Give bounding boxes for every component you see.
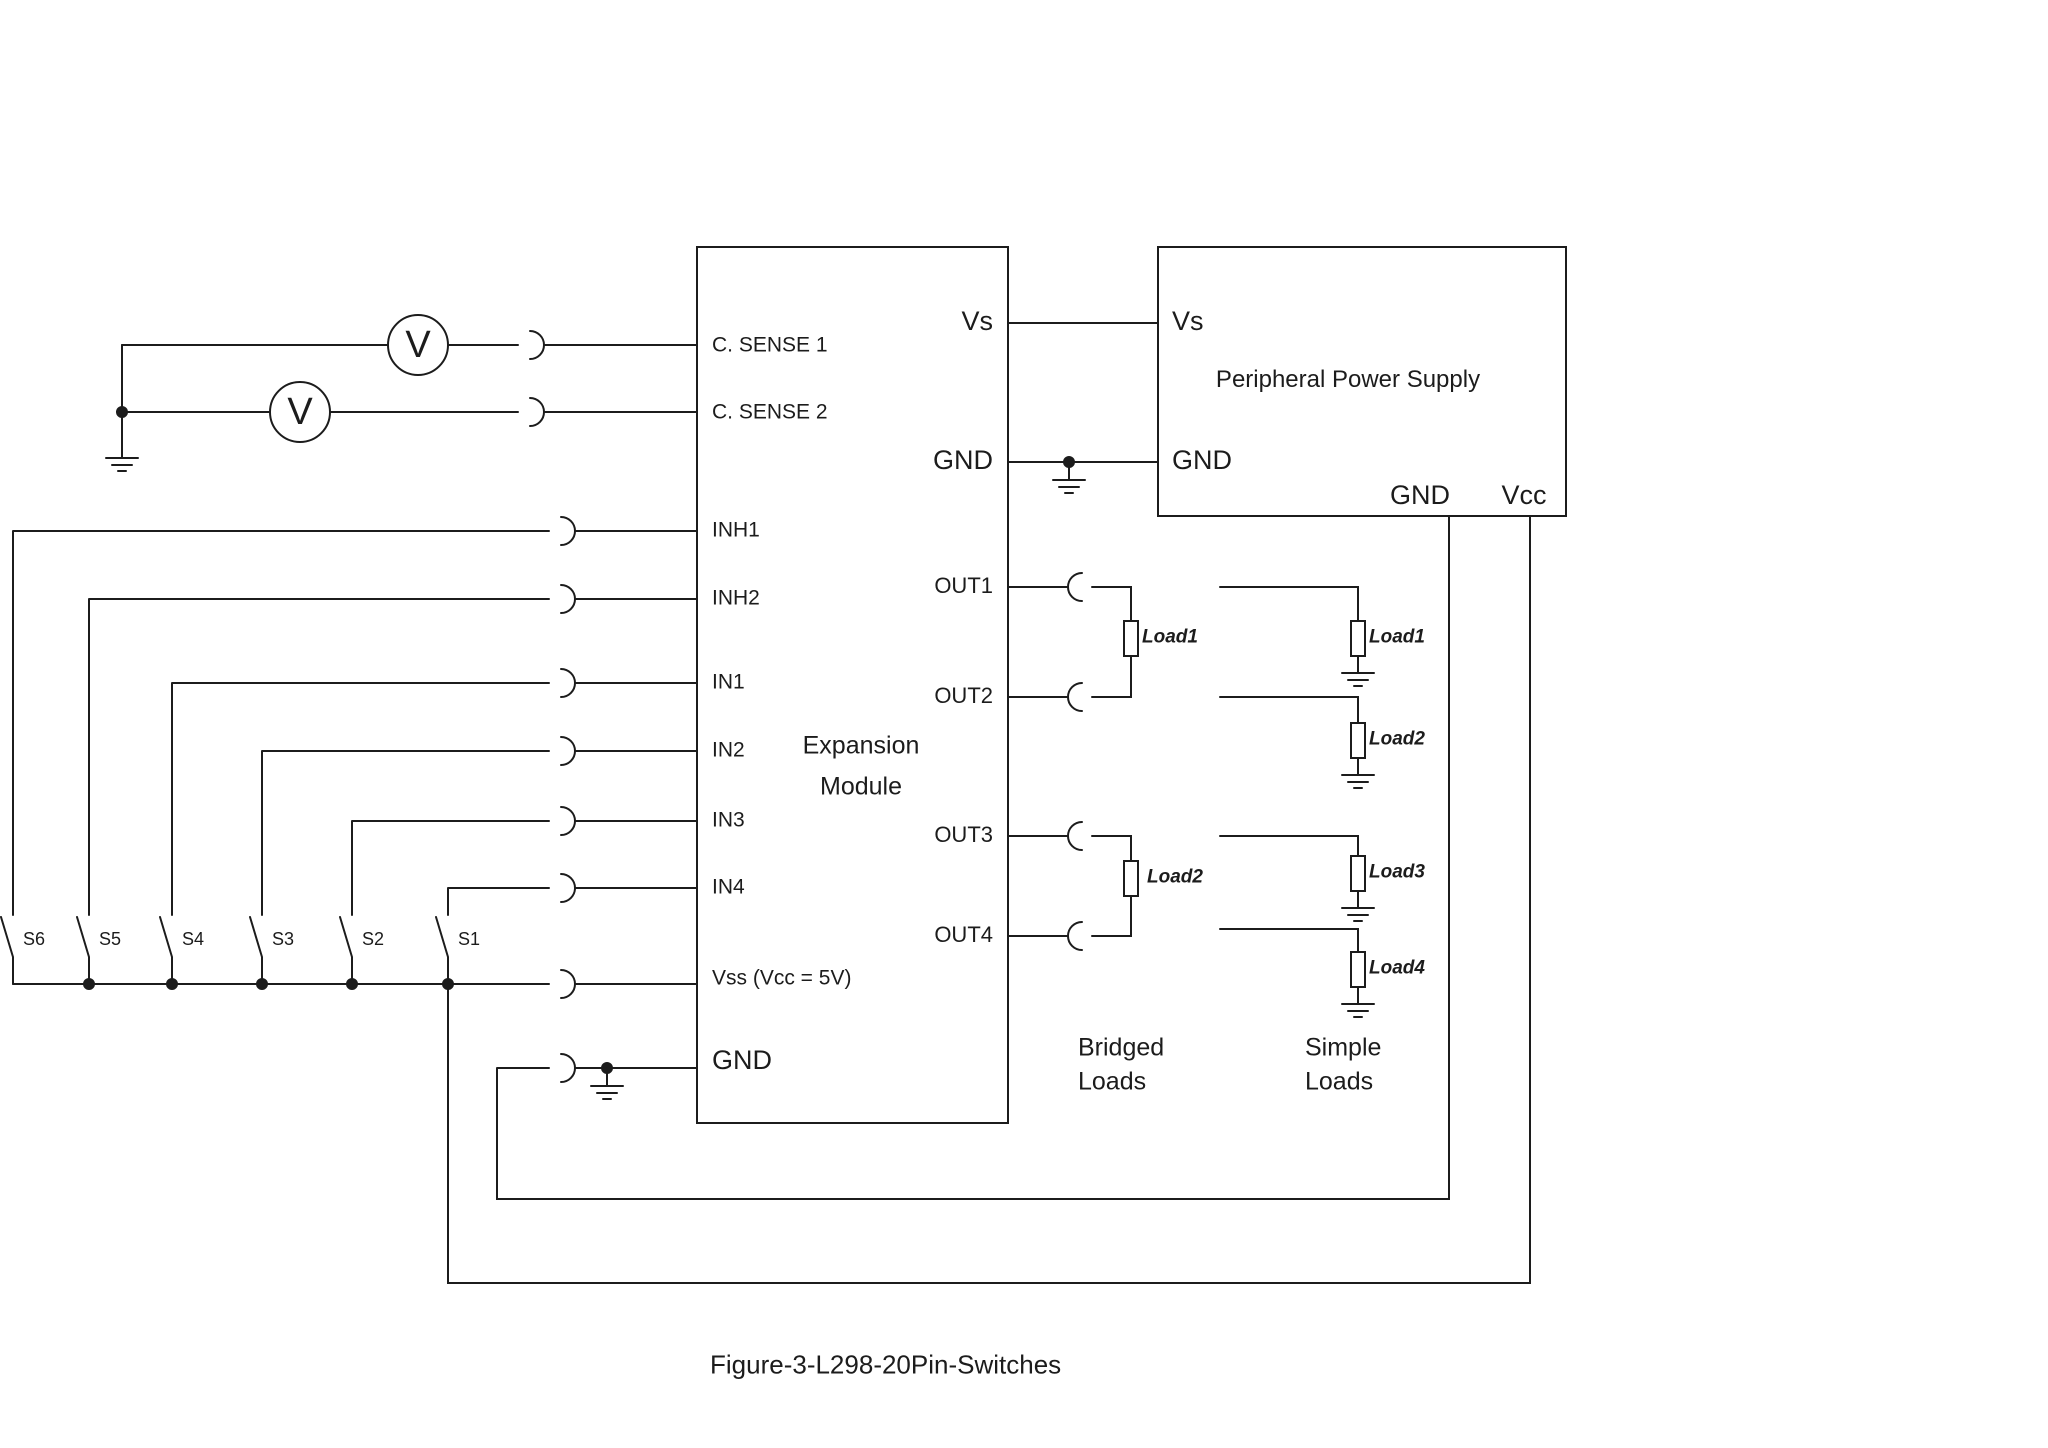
bridged-loads-label-line2: Loads xyxy=(1078,1067,1147,1096)
voltmeter-2-circle xyxy=(269,381,331,443)
pin-label-inh2: INH2 xyxy=(712,586,760,610)
switch-label-s2: S2 xyxy=(362,929,385,950)
voltmeter-1-icon: V xyxy=(405,324,431,367)
switch-label-s6: S6 xyxy=(23,929,46,950)
simple-load3-label: Load3 xyxy=(1369,861,1425,883)
expansion-module-title-line1: Expansion xyxy=(802,731,920,760)
wire-in2-switch-s3 xyxy=(249,736,698,985)
ground-symbol xyxy=(1341,1003,1375,1018)
resistor xyxy=(1350,620,1366,657)
switch-label-s4: S4 xyxy=(182,929,205,950)
psu-pin-label-vcc-bottom: Vcc xyxy=(1501,480,1547,511)
resistor xyxy=(1350,951,1366,988)
power-supply-box xyxy=(1157,246,1567,517)
bridged-load1-label: Load1 xyxy=(1142,626,1198,648)
junction-dot xyxy=(166,978,178,990)
ground-symbol xyxy=(1341,907,1375,922)
resistor xyxy=(1350,855,1366,892)
simple-load-3-circuit xyxy=(1219,835,1375,922)
pin-label-vs: Vs xyxy=(961,306,993,337)
pin-label-vss: Vss (Vcc = 5V) xyxy=(712,966,852,990)
ground-symbol xyxy=(1341,672,1375,687)
voltmeter-2-icon: V xyxy=(287,391,313,434)
power-supply-title: Peripheral Power Supply xyxy=(1215,365,1481,393)
simple-loads-label-line1: Simple xyxy=(1305,1033,1382,1062)
wire-in4-switch-s1 xyxy=(435,873,698,985)
bridged-load2-label: Load2 xyxy=(1147,866,1203,888)
wire-vcc-return-loop xyxy=(447,515,1531,1284)
wire-module-gnd-return-loop xyxy=(496,515,1450,1200)
wire-vss-rail xyxy=(12,969,698,999)
pin-label-gnd-right: GND xyxy=(933,445,993,476)
ground-symbol xyxy=(590,1085,624,1100)
psu-pin-label-vs: Vs xyxy=(1172,306,1204,337)
pin-label-in3: IN3 xyxy=(712,808,745,832)
pin-label-in2: IN2 xyxy=(712,738,745,762)
sense-ground-branch xyxy=(105,344,139,472)
expansion-module-title-line2: Module xyxy=(820,772,902,801)
wire-in1-switch-s4 xyxy=(159,668,698,985)
figure-caption: Figure-3-L298-20Pin-Switches xyxy=(710,1349,1062,1380)
wire-inh2-switch-s5 xyxy=(76,584,698,985)
pin-label-out1: OUT1 xyxy=(934,572,993,598)
bridged-loads-label-line1: Bridged xyxy=(1078,1033,1165,1062)
expansion-module-box xyxy=(696,246,1009,1124)
junction-dot xyxy=(83,978,95,990)
simple-load2-label: Load2 xyxy=(1369,728,1425,750)
pin-label-in1: IN1 xyxy=(712,670,745,694)
wire-gnd-link xyxy=(1007,456,1159,494)
wire-in3-switch-s2 xyxy=(339,806,698,985)
simple-load1-label: Load1 xyxy=(1369,626,1425,648)
pin-label-out3: OUT3 xyxy=(934,821,993,847)
switch-label-s3: S3 xyxy=(272,929,295,950)
simple-load4-label: Load4 xyxy=(1369,957,1425,979)
simple-load-4-circuit xyxy=(1219,928,1375,1018)
pin-label-c-sense-2: C. SENSE 2 xyxy=(712,400,828,424)
pin-label-gnd-left: GND xyxy=(712,1045,772,1076)
simple-load-2-circuit xyxy=(1219,696,1375,789)
resistor xyxy=(1123,860,1139,897)
pin-label-c-sense-1: C. SENSE 1 xyxy=(712,333,828,357)
junction-dot xyxy=(116,406,128,418)
simple-load-1-circuit xyxy=(1219,586,1375,687)
psu-pin-label-gnd-bottom: GND xyxy=(1390,480,1450,511)
pin-label-out4: OUT4 xyxy=(934,921,993,947)
junction-dot xyxy=(256,978,268,990)
psu-pin-label-gnd: GND xyxy=(1172,445,1232,476)
ground-symbol xyxy=(1341,774,1375,789)
pin-label-out2: OUT2 xyxy=(934,682,993,708)
ground-symbol xyxy=(1052,479,1086,494)
junction-dot xyxy=(346,978,358,990)
wire-inh1-switch-s6 xyxy=(0,516,698,985)
resistor xyxy=(1123,620,1139,657)
voltmeter-1-circle xyxy=(387,314,449,376)
simple-loads-label-line2: Loads xyxy=(1305,1067,1374,1096)
bridged-load-1-circuit xyxy=(1007,572,1139,712)
pin-label-in4: IN4 xyxy=(712,875,745,899)
wire-c-sense-1 xyxy=(121,330,698,360)
pin-label-inh1: INH1 xyxy=(712,518,760,542)
ground-symbol xyxy=(105,457,139,472)
resistor xyxy=(1350,722,1366,759)
bridged-load-2-circuit xyxy=(1007,821,1139,951)
wire-c-sense-2 xyxy=(121,397,698,427)
switch-label-s1: S1 xyxy=(458,929,481,950)
switch-label-s5: S5 xyxy=(99,929,122,950)
